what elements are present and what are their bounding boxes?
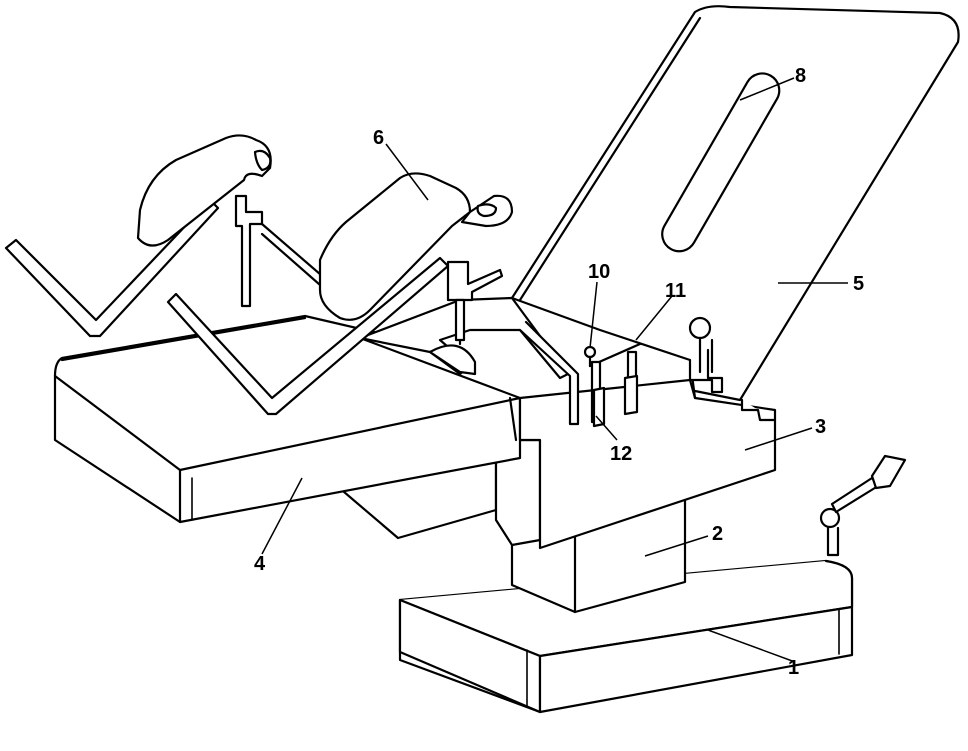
label-12: 12 [610,443,632,465]
label-10: 10 [588,261,610,283]
label-2: 2 [712,523,723,545]
label-1: 1 [788,657,799,679]
label-11: 11 [665,280,686,302]
label-3: 3 [815,416,826,438]
label-8: 8 [795,65,806,87]
label-6: 6 [373,127,384,149]
label-4: 4 [254,553,266,575]
label-5: 5 [853,273,864,295]
foot-pedal [821,456,905,555]
